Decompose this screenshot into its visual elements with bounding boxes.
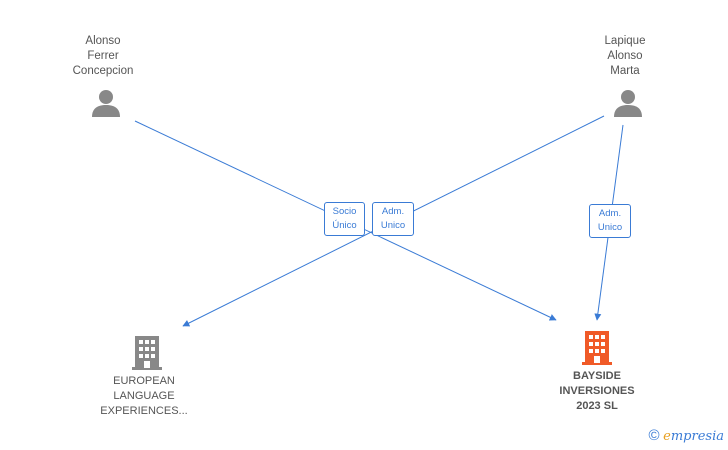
edge-label-adm-unico[interactable]: Adm. Unico	[589, 204, 631, 238]
person-label-line: Alonso	[85, 35, 121, 47]
company-label-line: BAYSIDE	[573, 370, 621, 382]
person-label-line: Ferrer	[87, 50, 119, 62]
company-label-line: EXPERIENCES...	[100, 405, 188, 417]
company-label-line: LANGUAGE	[113, 390, 175, 402]
company-label-line: EUROPEAN	[113, 375, 175, 387]
edge-label-line: Unico	[380, 220, 406, 231]
brand-logo-initial: e	[663, 429, 671, 444]
edge-label-line: Único	[332, 220, 357, 231]
company-label-european[interactable]: EUROPEAN LANGUAGE EXPERIENCES...	[89, 374, 199, 419]
edge-label-line: Adm.	[598, 208, 622, 219]
building-icon[interactable]	[132, 334, 162, 370]
edge-label-adm-unico[interactable]: Adm. Unico	[372, 202, 414, 236]
person-icon[interactable]	[91, 89, 121, 117]
person-label-line: Alonso	[607, 50, 643, 62]
edge-label-line: Unico	[597, 222, 623, 233]
edge-label-socio-unico[interactable]: Socio Único	[324, 202, 365, 236]
brand-watermark: © empresia	[648, 427, 724, 444]
building-icon[interactable]	[582, 329, 612, 365]
person-label-alonso[interactable]: Alonso Ferrer Concepcion	[53, 34, 153, 79]
copyright-symbol: ©	[648, 427, 660, 444]
edge-label-line: Adm.	[381, 206, 405, 217]
company-label-line: INVERSIONES	[559, 385, 635, 397]
person-icon[interactable]	[613, 89, 643, 117]
company-label-bayside[interactable]: BAYSIDE INVERSIONES 2023 SL	[537, 369, 657, 414]
person-label-line: Lapique	[604, 35, 646, 47]
edge-label-line: Socio	[332, 206, 357, 217]
person-label-lapique[interactable]: Lapique Alonso Marta	[575, 34, 675, 79]
person-label-line: Marta	[610, 65, 640, 77]
person-label-line: Concepcion	[72, 65, 134, 77]
company-label-line: 2023 SL	[576, 400, 618, 412]
brand-logo-text: mpresia	[670, 429, 724, 444]
